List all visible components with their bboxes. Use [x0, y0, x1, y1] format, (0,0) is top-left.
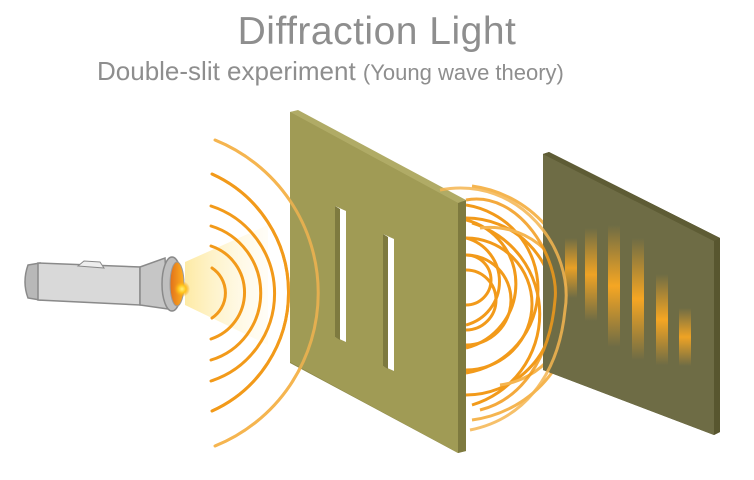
diagram-subtitle: Double-slit experiment (Young wave theor… [97, 56, 564, 87]
diagram-title: Diffraction Light [237, 10, 517, 53]
incident-waves-overlay [211, 138, 320, 448]
light-beam [185, 225, 268, 345]
fringe-2 [585, 228, 597, 321]
outer-diffracted-waves [439, 186, 568, 432]
detection-screen [543, 152, 720, 435]
flashlight-icon [24, 256, 190, 312]
fringe-1 [565, 238, 577, 298]
fringe-3 [608, 225, 620, 347]
subtitle-main: Double-slit experiment [97, 56, 356, 86]
fringe-4 [632, 238, 644, 360]
double-slit-barrier [290, 110, 466, 453]
subtitle-parenthetical: (Young wave theory) [362, 60, 564, 85]
fringe-5 [656, 274, 668, 365]
interference-fringes [565, 225, 691, 366]
fringe-6 [679, 308, 691, 366]
